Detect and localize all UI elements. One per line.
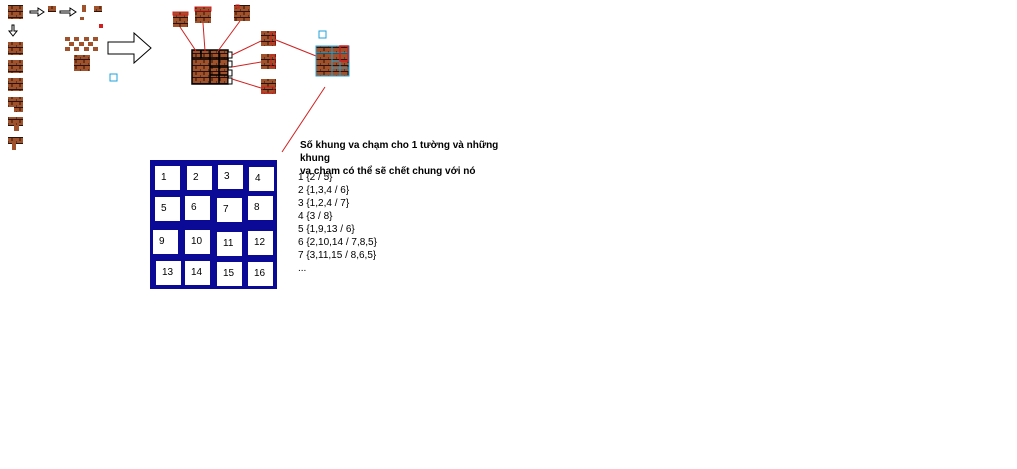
grid-cell: 9	[153, 230, 178, 254]
list-item: 3 {1,2,4 / 7}	[298, 198, 350, 209]
brick-sprite	[8, 42, 23, 55]
grid-cell: 10	[185, 230, 210, 254]
list-item: 4 {3 / 8}	[298, 211, 333, 222]
list-item: 7 {3,11,15 / 8,6,5}	[298, 250, 377, 261]
grid-cell: 14	[185, 261, 210, 285]
grid-cell: 5	[155, 197, 180, 221]
brick-sprite	[14, 125, 19, 131]
list-item: ...	[298, 263, 307, 274]
collision-box-red	[172, 11, 189, 16]
grid-cell: 12	[248, 231, 273, 255]
brick-sprite	[8, 117, 23, 126]
grid-cell: 15	[217, 262, 242, 286]
grid-cell: 2	[187, 166, 212, 190]
grid-cell: 16	[248, 262, 273, 286]
collision-list: 1 {2 / 5} 2 {1,3,4 / 6} 3 {1,2,4 / 7} 4 …	[298, 171, 377, 275]
brick-sprite	[173, 12, 188, 27]
grid-cell: 6	[185, 196, 210, 220]
collision-box-red	[339, 45, 349, 62]
collision-box-red	[235, 4, 240, 9]
grid-cell: 11	[217, 232, 242, 256]
collision-box-small	[109, 73, 118, 82]
brick-fragment	[82, 5, 86, 12]
caption-line: Số khung va chạm cho 1 tường và những kh…	[300, 140, 499, 164]
brick-sprite	[48, 6, 56, 12]
caption-line: va chạm có thể sẽ chết chung với nó	[300, 166, 476, 177]
collision-box-red	[270, 31, 276, 45]
list-item: 2 {1,3,4 / 6}	[298, 185, 350, 196]
list-item: 5 {1,9,13 / 6}	[298, 224, 355, 235]
grid-cell: 13	[156, 261, 181, 285]
brick-sprite	[8, 97, 23, 107]
collision-box-small	[318, 30, 327, 39]
brick-fragment	[94, 6, 102, 12]
grid-cell: 1	[155, 166, 180, 190]
grid-cell: 8	[248, 196, 273, 220]
brick-debris	[65, 37, 98, 51]
brick-sprite	[8, 78, 23, 91]
grid-cell: 4	[249, 167, 274, 191]
brick-sprite	[14, 106, 23, 112]
collision-cell-grid: 1 2 3 4 5 6 7 8 9 10 11 12 13 14 15 16	[150, 160, 277, 289]
grid-cell: 7	[217, 198, 242, 222]
brick-sprite	[12, 143, 16, 150]
brick-sprite	[261, 31, 276, 46]
big-arrow-right-icon	[107, 31, 152, 65]
arrow-right-icon	[29, 7, 45, 17]
wall-side-pieces	[227, 51, 233, 85]
list-item: 1 {2 / 5}	[298, 172, 333, 183]
arrow-right-icon	[59, 7, 77, 17]
red-marker	[99, 24, 103, 28]
brick-sprite	[8, 137, 23, 144]
collision-box-red	[270, 54, 276, 68]
collision-box-red	[194, 6, 212, 12]
list-item: 6 {2,10,14 / 7,8,5}	[298, 237, 377, 248]
brick-sprite	[261, 54, 276, 69]
brick-sprite	[234, 5, 250, 21]
brick-fragment	[80, 17, 84, 20]
brick-sprite	[8, 60, 23, 73]
collision-box-red	[261, 86, 275, 94]
brick-sprite	[195, 7, 211, 23]
red-connector-lines	[179, 20, 326, 153]
brick-sprite	[74, 55, 90, 71]
grid-cell: 3	[218, 165, 243, 189]
diagram-caption: Số khung va chạm cho 1 tường và những kh…	[300, 139, 530, 178]
brick-sprite	[8, 5, 23, 19]
arrow-down-icon	[7, 24, 19, 37]
